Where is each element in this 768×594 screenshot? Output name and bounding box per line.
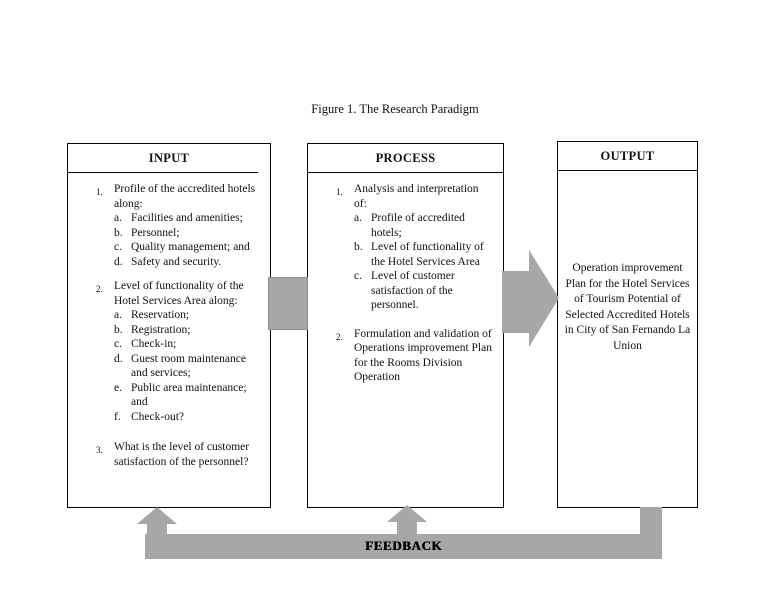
sub-item-letter: b. — [114, 323, 123, 336]
sub-item-letter: a. — [354, 212, 362, 224]
process-to-output-arrow-head-icon — [529, 250, 559, 347]
list-item-text: Analysis and interpretation of: — [354, 183, 479, 210]
sub-item: c. Check-in; — [114, 337, 262, 352]
sub-item: d. Safety and security. — [114, 255, 262, 270]
sub-item-letter: f. — [114, 410, 121, 423]
sub-item-text: Level of functionality of the Hotel Serv… — [371, 241, 484, 268]
sub-item-letter: d. — [114, 352, 123, 365]
list-item: 1. Profile of the accredited hotels along… — [96, 182, 262, 269]
sub-item: a. Reservation; — [114, 308, 262, 323]
sub-item-letter: a. — [114, 309, 122, 321]
output-box-text: Operation improvement Plan for the Hotel… — [564, 262, 691, 352]
list-item-content: Profile of the accredited hotels along:a… — [114, 182, 262, 269]
output-box-header: OUTPUT — [558, 142, 697, 171]
sub-item-letter: a. — [114, 212, 122, 224]
process-box: PROCESS 1. Analysis and interpretation of… — [307, 143, 504, 508]
sub-item-letter: c. — [114, 338, 122, 350]
process-to-output-arrow-shaft — [502, 271, 529, 333]
output-box: OUTPUT Operation improvement Plan for th… — [557, 141, 698, 508]
list-item-number: 1. — [96, 187, 103, 197]
list-item-text: What is the level of customer satisfacti… — [114, 441, 250, 468]
input-box-header: INPUT — [68, 144, 270, 173]
sub-item-text: Public area maintenance; and — [131, 381, 247, 409]
sub-item-letter: c. — [114, 241, 122, 253]
sub-item-text: Reservation; — [131, 309, 190, 321]
figure-caption: Figure 1. The Research Paradigm — [311, 102, 479, 116]
feedback-up-arrow-left-shaft — [147, 522, 167, 536]
list-item-text: Level of functionality of the Hotel Serv… — [114, 280, 244, 307]
list-item-number: 2. — [96, 284, 103, 294]
process-box-header: PROCESS — [308, 144, 503, 173]
feedback-label: FEEDBACK — [364, 538, 443, 553]
list-item-text: Formulation and validation of Operations… — [354, 327, 492, 384]
feedback-up-arrow-left-icon — [137, 507, 177, 524]
feedback-up-arrow-middle-icon — [387, 505, 427, 522]
process-box-body: 1. Analysis and interpretation of: a. Profi… — [308, 173, 503, 385]
sub-item: f. Check-out? — [114, 410, 262, 425]
sub-item: b. Personnel; — [114, 226, 262, 241]
list-item: 1. Analysis and interpretation of: a. Profi… — [336, 182, 493, 313]
feedback-up-arrow-middle-shaft — [397, 520, 417, 536]
output-to-feedback-connector — [640, 507, 662, 559]
list-item: 2. Formulation and validation of Operatio… — [336, 327, 493, 385]
sub-item-letter: b. — [354, 241, 363, 253]
input-to-process-connector — [268, 277, 308, 330]
sub-item-text: Profile of accredited hotels; — [371, 212, 465, 239]
sub-item-text: Safety and security. — [131, 255, 222, 268]
sub-item: b. Level of functionality of the Hotel Se… — [354, 240, 493, 269]
sub-item: c. Level of customer satisfaction of the … — [354, 269, 493, 313]
sub-item-text: Personnel; — [131, 226, 180, 239]
list-item-content: What is the level of customer satisfacti… — [114, 440, 262, 469]
sub-item: c. Quality management; and — [114, 240, 262, 255]
sub-item: d. Guest room maintenance and services; — [114, 352, 262, 381]
input-box: INPUT 1. Profile of the accredited hotels… — [67, 143, 271, 508]
input-box-body: 1. Profile of the accredited hotels along… — [68, 173, 270, 469]
list-item: 2. Level of functionality of the Hotel Se… — [96, 279, 262, 424]
sub-item-text: Guest room maintenance and services; — [131, 352, 246, 380]
list-item-text: Profile of the accredited hotels along: — [114, 183, 256, 210]
list-item-number: 1. — [336, 187, 343, 197]
feedback-bar — [145, 534, 662, 559]
sub-item: e. Public area maintenance; and — [114, 381, 262, 410]
list-item-number: 3. — [96, 445, 103, 455]
sub-item-letter: c. — [354, 270, 362, 282]
list-item: 3. What is the level of customer satisfac… — [96, 440, 262, 469]
sub-item-text: Check-out? — [131, 410, 185, 423]
list-item-number: 2. — [336, 331, 343, 342]
list-item-content: Formulation and validation of Operations… — [354, 327, 493, 385]
sub-item-text: Level of customer satisfaction of the pe… — [371, 270, 455, 311]
sub-item-text: Quality management; and — [131, 241, 250, 253]
sub-item-text: Check-in; — [131, 338, 177, 350]
sub-item-letter: b. — [114, 226, 123, 239]
sub-item-text: Registration; — [131, 323, 191, 336]
sub-item: a. Profile of accredited hotels; — [354, 211, 493, 240]
list-item-content: Level of functionality of the Hotel Serv… — [114, 279, 262, 424]
sub-item-letter: e. — [114, 381, 122, 394]
list-item-content: Analysis and interpretation of: a. Profile… — [354, 182, 493, 313]
sub-item: b. Registration; — [114, 323, 262, 338]
sub-item: a. Facilities and amenities; — [114, 211, 262, 226]
sub-item-text: Facilities and amenities; — [131, 212, 243, 224]
sub-item-letter: d. — [114, 255, 123, 268]
